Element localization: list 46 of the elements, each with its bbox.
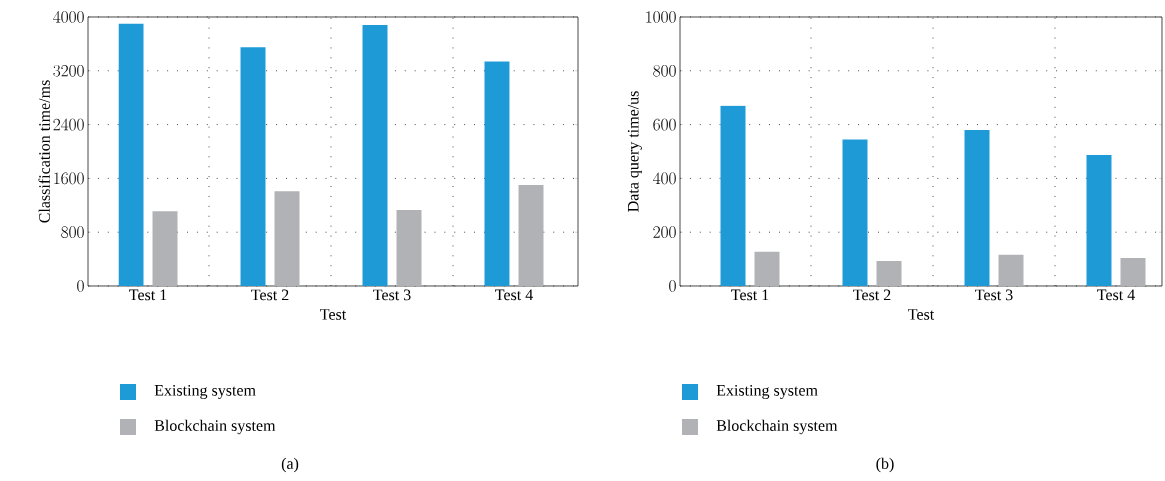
bar [998, 254, 1024, 286]
y-tick-label: 800 [61, 226, 84, 239]
bar [754, 251, 780, 286]
y-tick-label: 3200 [53, 64, 84, 77]
y-tick-label: 2400 [53, 118, 84, 131]
y-tick-label: 4000 [53, 11, 84, 23]
legend-label: Existing system [154, 384, 256, 399]
legend-label: Blockchain system [154, 419, 276, 435]
x-tick-label: Test 3 [373, 289, 411, 301]
x-tick-label: Test 1 [731, 289, 769, 301]
bar [876, 260, 902, 286]
bar [362, 25, 388, 286]
x-tick-label: Test 3 [975, 289, 1013, 301]
panel-label: (b) [876, 457, 894, 473]
x-axis-title: Test [908, 309, 935, 320]
y-axis-title: Classification time/ms [38, 80, 50, 223]
x-axis-title: Test [320, 309, 347, 320]
bar [484, 61, 510, 286]
y-tick-label: 0 [77, 280, 84, 292]
bar [240, 47, 266, 286]
x-tick-label: Test 1 [129, 289, 167, 301]
x-tick-label: Test 4 [495, 289, 533, 301]
legend-label: Existing system [716, 384, 818, 399]
bar [1120, 258, 1146, 286]
bar [964, 129, 990, 286]
y-tick-label: 200 [653, 226, 676, 239]
y-tick-label: 1000 [646, 11, 676, 23]
y-tick-label: 400 [653, 172, 676, 185]
x-tick-label: Test 4 [1097, 289, 1135, 301]
y-tick-label: 0 [669, 280, 676, 292]
bar [842, 139, 868, 286]
y-tick-label: 1600 [54, 172, 84, 185]
x-tick-label: Test 2 [251, 289, 289, 301]
y-axis-title: Data query time/us [627, 91, 642, 212]
y-tick-label: 600 [653, 118, 676, 131]
x-tick-label: Test 2 [853, 289, 891, 301]
bar [396, 210, 422, 286]
bar [518, 185, 544, 286]
bar [152, 211, 178, 286]
bar [1086, 154, 1112, 286]
legend-label: Blockchain system [716, 419, 838, 435]
bar [720, 105, 746, 286]
bar [118, 23, 144, 286]
y-tick-label: 800 [653, 64, 676, 77]
bar [274, 191, 300, 286]
panel-label: (a) [281, 457, 299, 473]
